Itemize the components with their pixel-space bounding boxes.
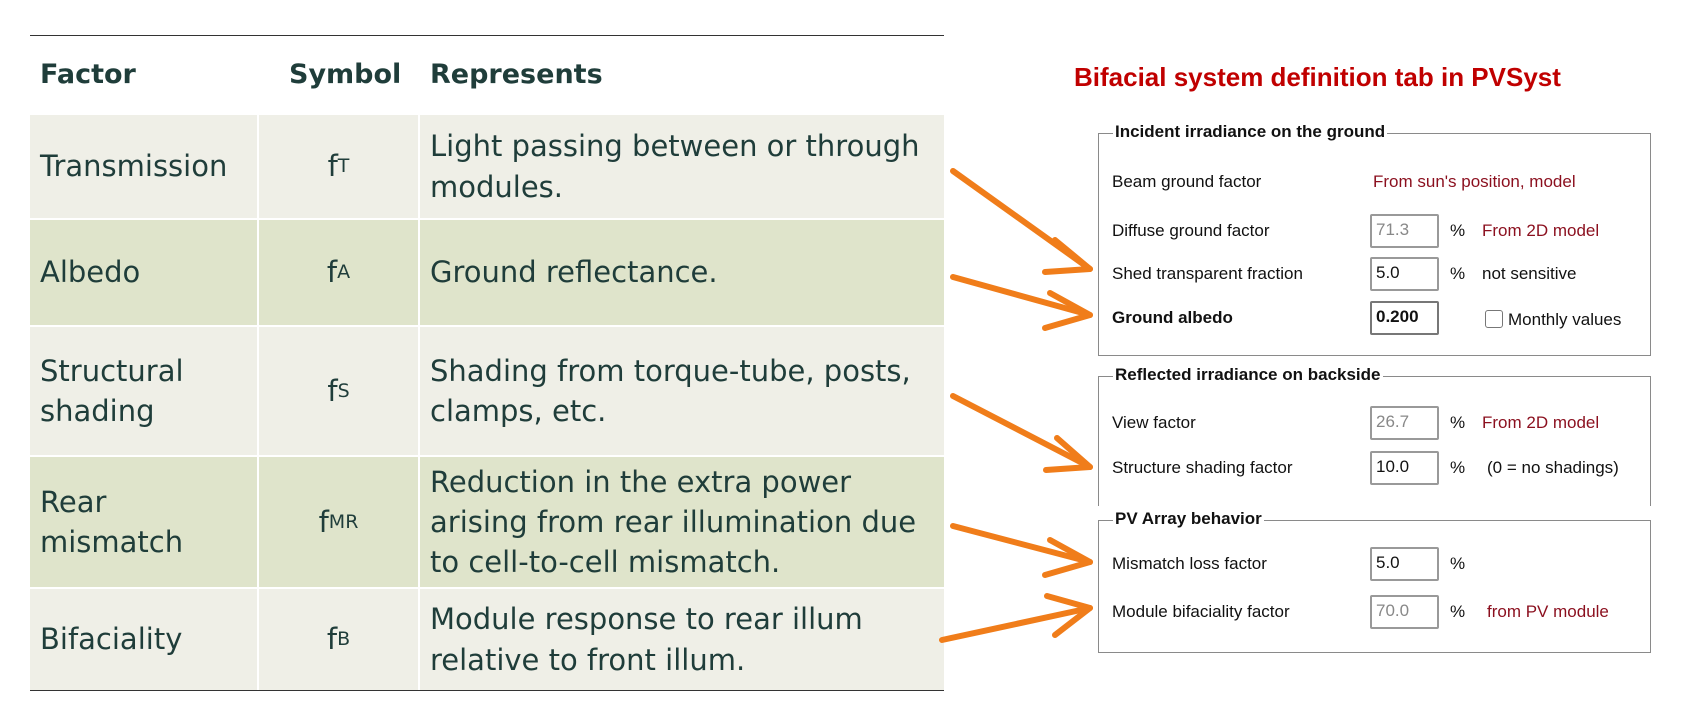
header-symbol: Symbol (257, 36, 418, 113)
symbol: f (327, 149, 338, 184)
symbol-subscript: A (337, 261, 351, 284)
table-header: Factor Symbol Represents (30, 36, 944, 113)
group-legend: Reflected irradiance on backside (1113, 365, 1383, 385)
ground-albedo-input[interactable]: 0.200 (1370, 301, 1439, 335)
group-legend: PV Array behavior (1113, 509, 1264, 529)
pv-array-group: PV Array behavior (1098, 509, 1651, 653)
arrow-icon (939, 593, 1093, 643)
monthly-values-label[interactable]: Monthly values (1508, 310, 1622, 329)
header-factor: Factor (40, 58, 136, 90)
shed-note: not sensitive (1482, 264, 1577, 283)
percent-unit: % (1450, 264, 1466, 283)
view-factor-input: 26.7 (1370, 406, 1439, 440)
view-factor-note: From 2D model (1482, 413, 1600, 432)
shed-transparent-fraction-label: Shed transparent fraction (1112, 264, 1303, 283)
diffuse-ground-factor-label: Diffuse ground factor (1112, 221, 1270, 240)
panel-title: Bifacial system definition tab in PVSyst (1074, 62, 1561, 92)
arrow-icon (950, 393, 1093, 473)
shed-transparent-fraction-input[interactable]: 5.0 (1370, 257, 1439, 291)
structure-shading-note: (0 = no shadings) (1487, 458, 1619, 477)
structure-shading-factor-input[interactable]: 10.0 (1370, 451, 1439, 485)
symbol-subscript: S (337, 379, 350, 402)
structure-shading-factor-label: Structure shading factor (1112, 458, 1293, 477)
mismatch-loss-factor-input[interactable]: 5.0 (1370, 547, 1439, 581)
reflected-irradiance-group: Reflected irradiance on backside (1098, 365, 1651, 506)
monthly-values-checkbox[interactable] (1485, 310, 1503, 328)
percent-unit: % (1450, 413, 1466, 432)
percent-unit: % (1450, 554, 1466, 573)
symbol: f (326, 255, 338, 290)
factor-cell: Rear mismatch (40, 484, 184, 559)
arrow-icon (950, 523, 1093, 578)
represents-cell: Module response to rear illum relative t… (418, 589, 944, 690)
diffuse-ground-factor-input: 71.3 (1370, 214, 1439, 248)
beam-ground-factor-value: From sun's position, model (1373, 172, 1576, 191)
represents-cell: Shading from torque-tube, posts, clamps,… (418, 327, 944, 455)
symbol-subscript: B (337, 628, 351, 651)
percent-unit: % (1450, 221, 1466, 240)
incident-irradiance-group: Incident irradiance on the ground (1098, 122, 1651, 356)
represents-cell: Reduction in the extra power arising fro… (418, 457, 944, 587)
symbol: f (318, 504, 329, 539)
factor-cell: Transmission (40, 149, 228, 184)
symbol: f (327, 373, 338, 408)
factor-cell: Structural shading (40, 353, 184, 428)
module-bifaciality-factor-input: 70.0 (1370, 595, 1439, 629)
beam-ground-factor-label: Beam ground factor (1112, 172, 1262, 191)
arrow-icon (950, 274, 1093, 331)
percent-unit: % (1450, 602, 1466, 621)
view-factor-label: View factor (1112, 413, 1196, 432)
factor-cell: Albedo (40, 255, 141, 290)
represents-cell: Light passing between or through modules… (418, 115, 944, 218)
group-legend: Incident irradiance on the ground (1113, 122, 1388, 142)
header-represents: Represents (418, 36, 944, 113)
symbol-subscript: MR (328, 510, 359, 533)
represents-cell: Ground reflectance. (418, 220, 944, 325)
ground-albedo-label: Ground albedo (1112, 308, 1233, 327)
mismatch-loss-factor-label: Mismatch loss factor (1112, 554, 1267, 573)
factor-cell: Bifaciality (40, 622, 183, 657)
percent-unit: % (1450, 458, 1466, 477)
symbol-subscript: T (337, 155, 350, 178)
bifaciality-note: from PV module (1487, 602, 1609, 621)
module-bifaciality-factor-label: Module bifaciality factor (1112, 602, 1290, 621)
symbol: f (326, 622, 338, 657)
diffuse-note: From 2D model (1482, 221, 1600, 240)
arrow-icon (950, 168, 1093, 275)
